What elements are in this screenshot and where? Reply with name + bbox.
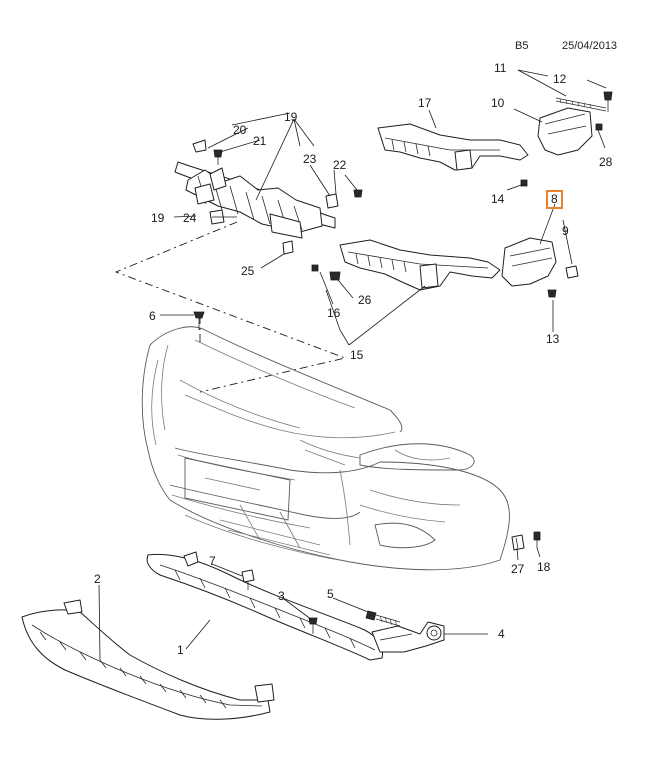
part-26-screw xyxy=(329,271,341,281)
part-6-screw xyxy=(193,311,205,330)
callout-4[interactable]: 4 xyxy=(498,627,505,641)
part-20-screw xyxy=(192,139,207,153)
part-25-clip xyxy=(282,240,294,255)
part-27-grommet xyxy=(511,534,525,551)
part-16-screw xyxy=(311,264,319,272)
callout-2[interactable]: 2 xyxy=(94,572,101,586)
callout-23[interactable]: 23 xyxy=(303,152,317,166)
callout-8-selected[interactable]: 8 xyxy=(546,190,563,209)
callout-5[interactable]: 5 xyxy=(327,587,334,601)
part-21-screw xyxy=(213,149,223,165)
callout-14[interactable]: 14 xyxy=(491,192,505,206)
front-bumper-body xyxy=(141,326,510,571)
part-28-screw xyxy=(595,123,603,131)
part-4-tow-bracket xyxy=(371,621,445,653)
callout-26[interactable]: 26 xyxy=(358,293,372,307)
callout-19-left[interactable]: 19 xyxy=(151,211,165,225)
diagram-date: 25/04/2013 xyxy=(562,40,618,52)
callout-22[interactable]: 22 xyxy=(333,158,347,172)
part-13-screw xyxy=(547,289,557,298)
upper-center-support xyxy=(174,161,336,239)
callout-11[interactable]: 11 xyxy=(494,61,507,75)
callout-21[interactable]: 21 xyxy=(253,134,267,148)
fastener-5-bolt xyxy=(365,610,401,627)
callout-9[interactable]: 9 xyxy=(562,224,569,238)
fastener-7-clip xyxy=(241,569,255,590)
leader-lines xyxy=(98,69,607,661)
part-9-clip xyxy=(565,265,579,279)
part-15-mid-bracket xyxy=(339,239,501,291)
callout-25[interactable]: 25 xyxy=(241,264,255,278)
part-11-12-bolt xyxy=(555,91,613,112)
part-17-upper-bracket xyxy=(377,123,529,171)
part-18-screw xyxy=(533,531,541,548)
callout-27[interactable]: 27 xyxy=(511,562,525,576)
callout-6[interactable]: 6 xyxy=(149,309,156,323)
callout-19-top[interactable]: 19 xyxy=(284,110,298,124)
callout-16[interactable]: 16 xyxy=(327,306,341,320)
callout-12[interactable]: 12 xyxy=(553,72,567,86)
section-code: B5 xyxy=(515,40,529,52)
part-10-bracket xyxy=(537,107,593,156)
part-2-lower-spoiler xyxy=(21,599,275,720)
callout-18[interactable]: 18 xyxy=(537,560,551,574)
part-8-bracket xyxy=(501,237,557,287)
callout-28[interactable]: 28 xyxy=(599,155,613,169)
callout-10[interactable]: 10 xyxy=(491,96,505,110)
part-1-lower-reinforcement xyxy=(146,551,384,661)
callout-1[interactable]: 1 xyxy=(177,643,184,657)
callout-13[interactable]: 13 xyxy=(546,332,560,346)
callout-24[interactable]: 24 xyxy=(183,211,197,225)
callout-17[interactable]: 17 xyxy=(418,96,432,110)
assembly-dashed-lines xyxy=(114,221,347,393)
callout-7[interactable]: 7 xyxy=(209,554,216,568)
callout-3[interactable]: 3 xyxy=(278,589,285,603)
part-22-screw xyxy=(353,189,363,198)
callout-15[interactable]: 15 xyxy=(350,348,364,362)
part-23-clip xyxy=(325,193,339,209)
callout-20[interactable]: 20 xyxy=(233,123,247,137)
